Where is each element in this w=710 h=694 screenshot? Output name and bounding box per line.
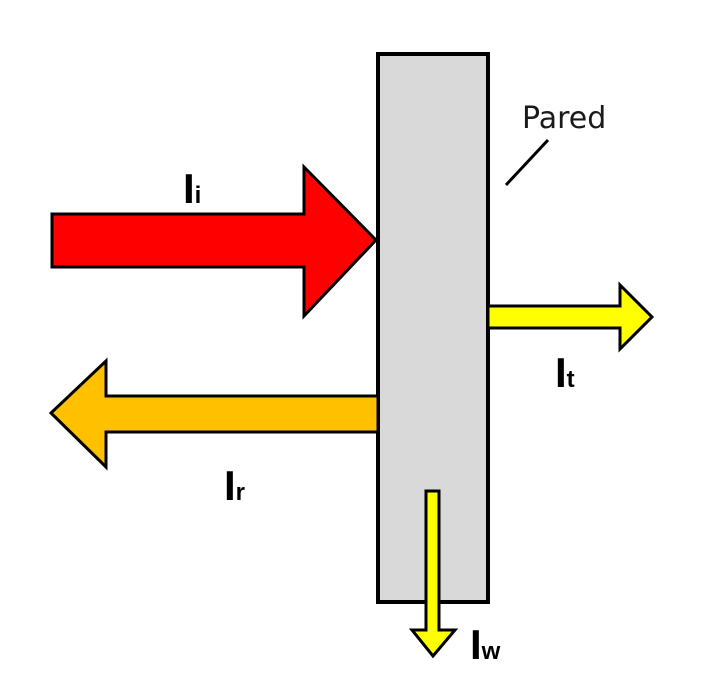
transmitted-label: It (555, 349, 575, 396)
reflected-arrow (48, 357, 380, 471)
incident-arrow (50, 163, 379, 320)
absorbed-label: Iw (470, 621, 501, 668)
transmitted-arrow (486, 281, 655, 353)
absorbed-arrow (408, 489, 459, 659)
wall-label: Pared (522, 101, 606, 136)
incident-label: Ii (183, 165, 201, 212)
wall-label-leader-line (504, 138, 550, 187)
reflected-label: Ir (224, 462, 245, 509)
